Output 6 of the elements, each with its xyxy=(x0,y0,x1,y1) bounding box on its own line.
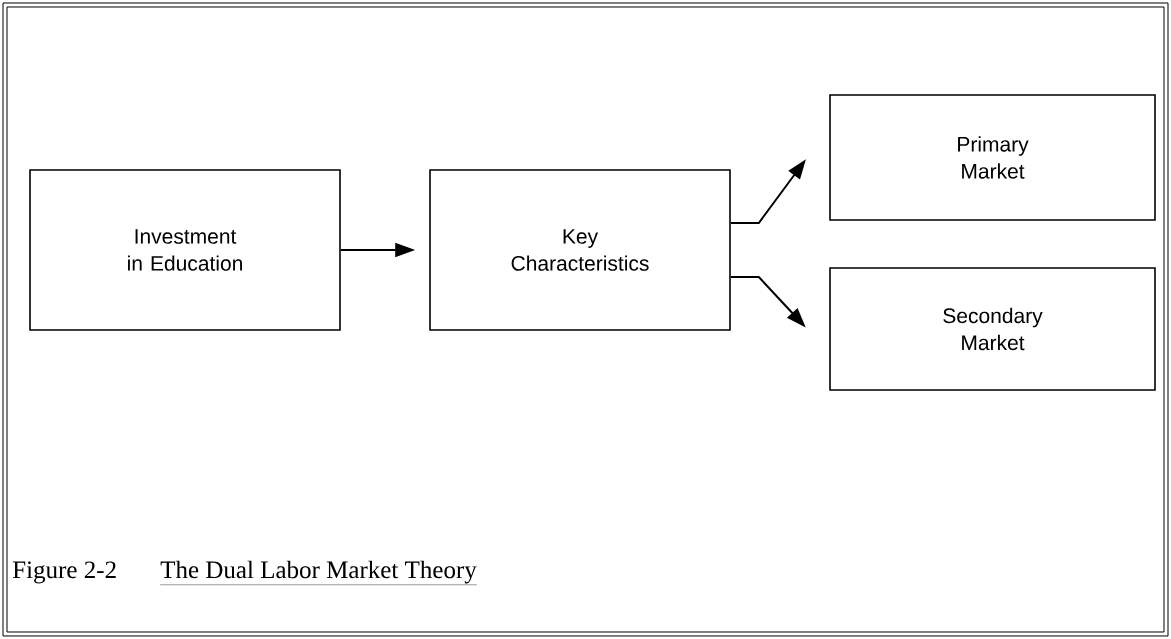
figure-number: Figure 2-2 xyxy=(12,561,116,584)
figure-caption: The Dual Labor Market Theory xyxy=(160,560,477,585)
process-box: Investment in Education xyxy=(29,169,341,331)
process-box: Key Characteristics xyxy=(429,169,731,331)
process-box: Secondary Market xyxy=(829,267,1156,391)
process-box: Primary Market xyxy=(829,94,1156,221)
